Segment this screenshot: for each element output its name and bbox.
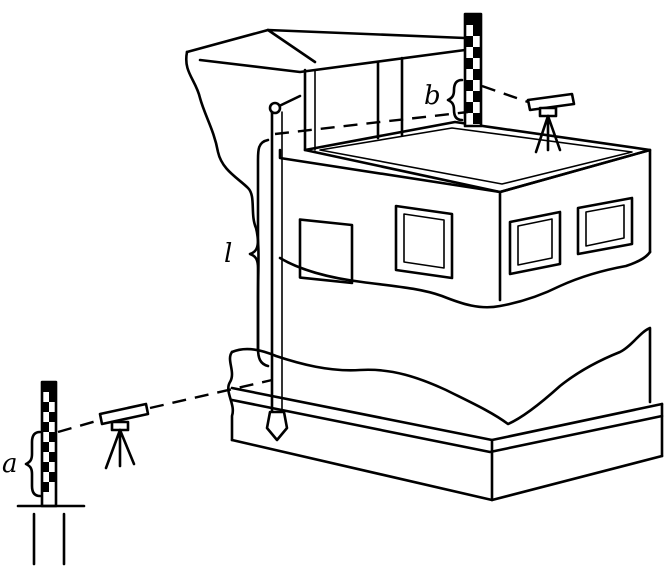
lower-break-wave xyxy=(230,326,652,426)
building-left-break-edge xyxy=(184,50,260,352)
lower-sight-line-1 xyxy=(57,418,101,434)
bracket-l xyxy=(248,138,270,368)
upper-block-left-face xyxy=(278,148,502,302)
upper-sight-line-2 xyxy=(481,84,529,104)
roof-front-edge xyxy=(266,28,317,64)
plinth-bottom xyxy=(230,438,664,502)
bottom-staff xyxy=(16,380,86,566)
tape-weight-icon xyxy=(265,410,289,442)
top-level-instrument xyxy=(526,92,576,154)
window-3-inner xyxy=(517,218,553,266)
bracket-b xyxy=(446,78,464,122)
top-tripod xyxy=(534,114,562,154)
window-4-inner xyxy=(585,204,625,247)
lower-left-edge xyxy=(227,350,235,442)
bench-mark-post xyxy=(32,512,66,566)
upper-block-right-face xyxy=(498,148,652,254)
window-3 xyxy=(508,210,562,276)
roof-slab-inner xyxy=(319,127,633,185)
tape-top-pulley xyxy=(268,101,282,115)
plinth-mid xyxy=(230,398,664,454)
roof-top-edge xyxy=(185,28,467,54)
window-2-inner xyxy=(403,213,445,269)
bracket-a xyxy=(24,430,42,498)
vertical-tape xyxy=(248,101,289,442)
bottom-level-telescope xyxy=(98,402,150,426)
top-level-telescope xyxy=(526,92,576,112)
upper-sight-line-1 xyxy=(274,110,469,136)
window-1 xyxy=(298,218,354,285)
bottom-level-instrument xyxy=(98,402,150,470)
roof-inner-edge xyxy=(198,48,467,74)
window-2 xyxy=(394,204,454,280)
upper-break-wave xyxy=(278,250,652,309)
label-a: a xyxy=(2,449,18,479)
lower-sight-line-2 xyxy=(149,378,273,410)
top-staff xyxy=(446,12,483,128)
building xyxy=(184,28,664,502)
label-b: b xyxy=(424,81,441,111)
window-4 xyxy=(576,196,634,256)
bottom-tripod xyxy=(104,428,136,470)
label-l: l xyxy=(224,239,232,269)
